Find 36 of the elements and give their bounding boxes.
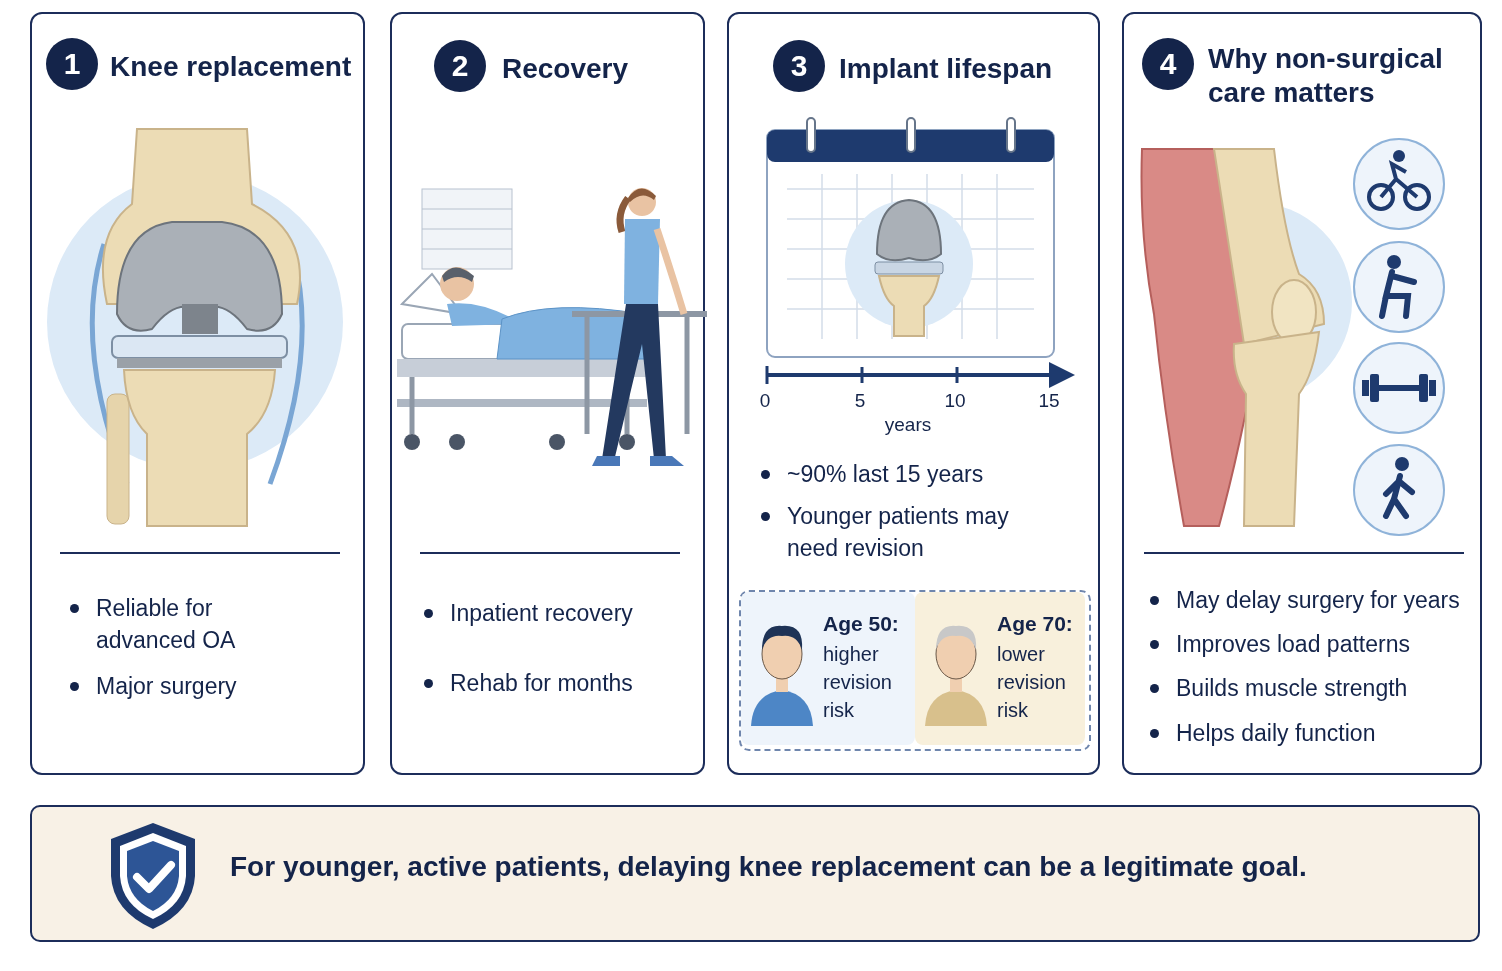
panel-heading: Why non-surgical care matters xyxy=(1208,42,1444,110)
card-background xyxy=(390,12,705,775)
age-panel xyxy=(915,592,1085,745)
card-background xyxy=(727,12,1100,775)
card-background xyxy=(30,12,365,775)
number-badge: 3 xyxy=(773,40,825,92)
panel-heading: Recovery xyxy=(502,52,630,86)
panel-heading: Knee replacement xyxy=(110,50,353,84)
bullet-point: Younger patients may need revision xyxy=(755,500,1055,565)
axis-title: years xyxy=(884,414,932,436)
summary-text: For younger, active patients, delaying knee replacement can be a legitimate goal. xyxy=(230,851,1308,883)
age-label: Age 70: xyxy=(997,612,1073,636)
risk-text: higher revision risk xyxy=(823,642,893,723)
bullet-point: Builds muscle strength xyxy=(1144,672,1479,705)
axis-tick-label: 15 xyxy=(1038,390,1060,412)
age-panel xyxy=(741,592,915,745)
number-badge: 2 xyxy=(434,40,486,92)
number-badge: 1 xyxy=(46,38,98,90)
bullet-point: Major surgery xyxy=(64,670,274,703)
bullet-point: Reliable for advanced OA xyxy=(64,592,274,657)
bullet-point: Helps daily function xyxy=(1144,716,1479,749)
number-badge: 4 xyxy=(1142,38,1194,90)
axis-tick-label: 0 xyxy=(759,390,771,412)
summary-banner xyxy=(30,805,1480,942)
axis-tick-label: 5 xyxy=(854,390,866,412)
bullet-point: Rehab for months xyxy=(418,667,688,700)
panel-heading: Implant lifespan xyxy=(839,52,1054,86)
bullet-point: Inpatient recovery xyxy=(418,597,688,630)
comparison-box xyxy=(739,590,1091,751)
bullet-point: Improves load patterns xyxy=(1144,628,1479,661)
bullet-point: ~90% last 15 years xyxy=(755,458,1055,491)
axis-tick-label: 10 xyxy=(944,390,966,412)
card-background xyxy=(1122,12,1482,775)
age-label: Age 50: xyxy=(823,612,899,636)
bullet-point: May delay surgery for years xyxy=(1144,584,1479,617)
risk-text: lower revision risk xyxy=(997,642,1067,723)
